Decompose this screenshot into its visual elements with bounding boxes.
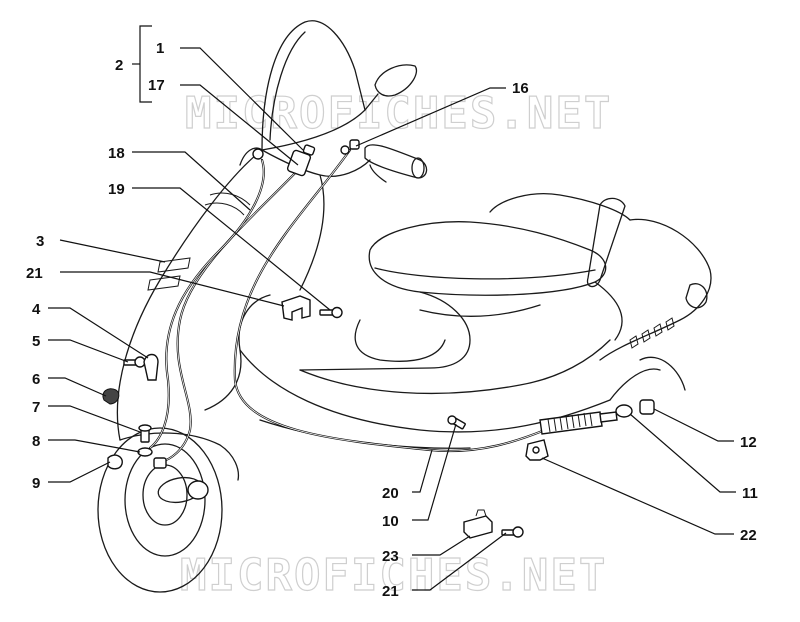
screw-21-lower: [501, 526, 524, 538]
callout-10: 10: [382, 513, 399, 530]
front-cable-end: [153, 457, 167, 469]
callout-21-lower: 21: [382, 583, 399, 600]
callout-9: 9: [32, 475, 40, 492]
clip-9: [107, 454, 123, 470]
watermark-top: MICROFICHES.NET: [185, 88, 612, 139]
callout-18: 18: [108, 145, 125, 162]
callout-5: 5: [32, 333, 40, 350]
speedometer-fitting: [286, 144, 316, 177]
cable-end-nipple: [340, 139, 360, 155]
callout-6: 6: [32, 371, 40, 388]
end-fitting-12: [639, 399, 655, 415]
watermark-bottom: MICROFICHES.NET: [180, 550, 607, 601]
grommet-6: [102, 388, 120, 405]
callout-16: 16: [512, 80, 529, 97]
callout-4: 4: [32, 301, 41, 318]
callout-3: 3: [36, 233, 44, 250]
bolt-7: [138, 424, 152, 443]
adjuster-nut-11: [615, 404, 633, 418]
callout-12: 12: [740, 434, 757, 451]
callout-21-upper: 21: [26, 265, 43, 282]
cable-clip-upper: [281, 295, 311, 321]
cable-clamp-4: [143, 353, 159, 381]
front-brake-cable: [158, 166, 302, 464]
callout-7: 7: [32, 399, 40, 416]
bolt-10: [447, 415, 466, 430]
callout-19: 19: [108, 181, 125, 198]
callout-2: 2: [115, 57, 123, 74]
clip-23: [463, 509, 493, 539]
callout-23: 23: [382, 548, 399, 565]
rear-brake-cable: [233, 148, 547, 452]
speedometer-cable: [148, 158, 265, 450]
callout-20: 20: [382, 485, 399, 502]
callout-22: 22: [740, 527, 757, 544]
right-handlebar-grip: [364, 144, 428, 183]
callout-11: 11: [742, 485, 758, 502]
left-cable-end: [252, 148, 264, 160]
callout-17: 17: [148, 77, 165, 94]
callout-8: 8: [32, 433, 40, 450]
cable-spring-adjuster: [539, 411, 618, 435]
screw-19: [319, 306, 343, 319]
callout-labels: 2 1 17 16 18 19 3 21 4 5 6 7 8 9 20 10 2…: [26, 40, 758, 600]
front-wheel: [97, 427, 223, 593]
leader-lines: [48, 25, 736, 591]
callout-1: 1: [156, 40, 164, 57]
bracket-22: [525, 439, 549, 461]
washer-8: [137, 447, 153, 457]
